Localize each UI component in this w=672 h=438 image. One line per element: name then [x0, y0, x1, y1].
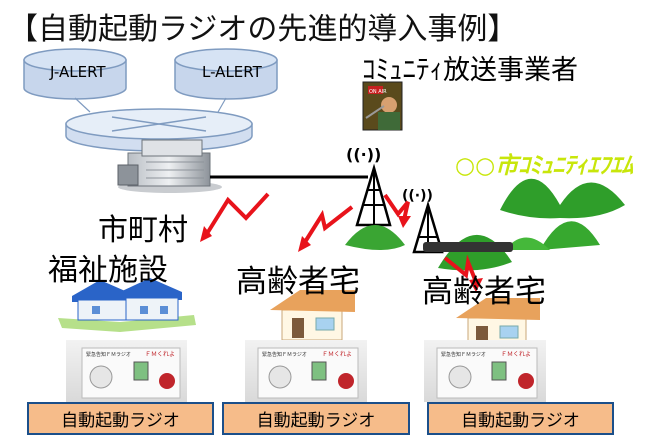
radio-fm-text-1: ＦＭくれよ: [145, 351, 175, 358]
signal-bolt-3: [383, 193, 411, 228]
j-alert-disk: [23, 48, 127, 100]
city-hall-building-icon: [117, 139, 222, 193]
signal-bolt-4: [443, 254, 483, 292]
auto-radio-label-3: 自動起動ラジオ: [427, 402, 614, 435]
onair-studio-image: ON AIR: [362, 81, 403, 131]
signal-bolt-1: [200, 192, 270, 242]
onair-sign-text: ON AIR: [369, 89, 387, 95]
diagram-title: 【自動起動ラジオの先進的導入事例】: [8, 12, 518, 47]
l-alert-label: L-ALERT: [202, 63, 262, 81]
radio-photo-2: 緊急告知ＦＭラジオ ＦＭくれよ: [245, 340, 367, 402]
radio-photo-3: 緊急告知ＦＭラジオ ＦＭくれよ: [424, 340, 546, 402]
municipality-label: 市町村: [98, 213, 188, 248]
welfare-facility-label: 福祉施設: [48, 253, 168, 288]
mountains-image: [345, 178, 625, 271]
svg-text:((·)): ((·)): [346, 145, 381, 164]
elderly-home-label-1: 高齢者宅: [236, 264, 360, 300]
radio-brand-text-2: 緊急告知ＦＭラジオ: [262, 351, 307, 358]
l-alert-disk: [174, 48, 278, 100]
signal-bolt-2: [298, 205, 354, 252]
radio-brand-text-3: 緊急告知ＦＭラジオ: [441, 351, 486, 358]
radio-fm-text-2: ＦＭくれよ: [322, 351, 352, 358]
j-alert-label: J-ALERT: [50, 63, 106, 81]
svg-text:((·)): ((·)): [402, 188, 433, 204]
broadcast-tower-icon: ((·)): [346, 145, 392, 227]
radio-photo-1: 緊急告知ＦＭラジオ ＦＭくれよ: [66, 340, 187, 402]
elderly-home-label-2: 高齢者宅: [422, 274, 546, 310]
welfare-facility-image: [58, 278, 196, 332]
auto-radio-label-1: 自動起動ラジオ: [27, 402, 214, 435]
radio-fm-text-3: ＦＭくれよ: [501, 351, 531, 358]
station-name-label: ○○市ｺﾐｭﾆﾃｨｴﾌｴﾑ: [455, 153, 634, 179]
house-image-1: [270, 290, 355, 341]
auto-radio-label-2: 自動起動ラジオ: [222, 402, 410, 435]
broadcaster-label: ｺﾐｭﾆﾃｨ放送事業者: [362, 55, 578, 86]
radio-brand-text-1: 緊急告知ＦＭラジオ: [86, 351, 131, 358]
